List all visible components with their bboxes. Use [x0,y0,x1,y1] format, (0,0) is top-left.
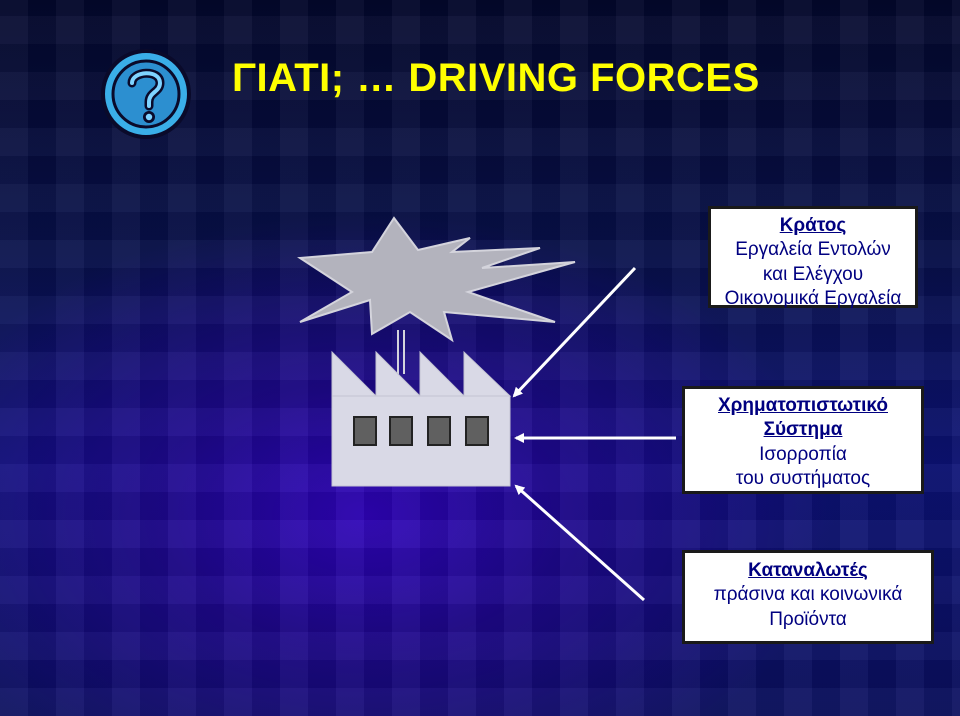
finance-line: του συστήματος [735,467,871,489]
consumers-box: Καταναλωτές πράσινα και κοινωνικά Προϊόν… [682,550,934,644]
factory-window [465,416,489,446]
consumers-line: Προϊόντα [769,608,847,630]
state-box: Κράτος Εργαλεία Εντολών και Ελέγχου Οικο… [708,206,918,309]
state-line: και Ελέγχου [762,263,864,285]
smoke-cloud [297,216,576,343]
consumers-heading: Καταναλωτές [748,560,868,581]
slide-title: ΓΙΑΤΙ; … DRIVING FORCES [232,56,760,100]
consumers-line: πράσινα και κοινωνικά [713,584,903,606]
factory-window [427,416,451,446]
finance-heading: Χρηματοπιστωτικό [718,395,888,416]
finance-box: Χρηματοπιστωτικό Σύστημα Ισορροπία του σ… [682,386,924,494]
state-line: Οικονομικά Εργαλεία [724,287,902,309]
arrow-from-consumers [514,484,645,602]
state-heading: Κράτος [779,215,847,236]
finance-heading-2: Σύστημα [763,419,843,441]
finance-line: Ισορροπία [759,443,847,465]
arrow-from-state [512,266,637,398]
factory-roof [331,350,512,398]
factory-window [389,416,413,446]
factory-window [353,416,377,446]
state-line: Εργαλεία Εντολών [735,239,891,261]
question-mark-icon [101,49,191,139]
